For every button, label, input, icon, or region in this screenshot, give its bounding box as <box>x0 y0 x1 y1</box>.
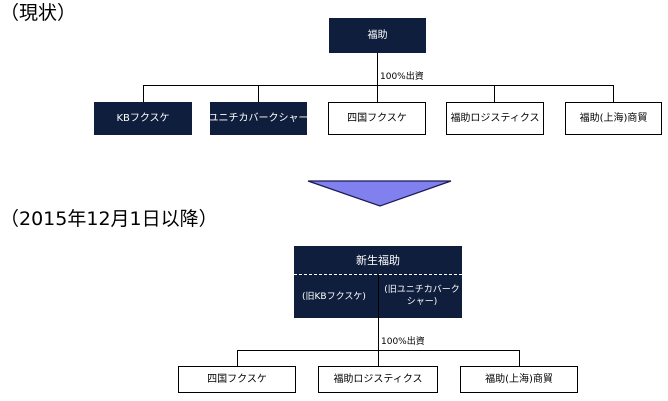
current-drop-5 <box>613 85 614 102</box>
current-child-label-2: ユニチカバークシャー <box>208 112 309 124</box>
current-heading: （現状） <box>0 2 77 24</box>
future-child-box-1: 四国フクスケ <box>178 366 296 393</box>
future-parent-sub-right-1: (旧ユニチカバーク <box>384 285 460 295</box>
current-child-label-5: 福助(上海)商貿 <box>579 112 648 124</box>
current-drop-2 <box>258 85 259 102</box>
current-parent-label: 福助 <box>367 29 388 41</box>
future-parent-sub-left: (旧KBフクスケ) <box>302 292 366 302</box>
future-drop-2 <box>378 350 379 366</box>
future-link-label: 100%出資 <box>381 337 425 347</box>
current-link-label: 100%出資 <box>380 72 424 82</box>
future-child-label-3: 福助(上海)商貿 <box>485 373 553 385</box>
current-child-box-2: ユニチカバークシャー <box>208 102 309 135</box>
future-parent-split <box>378 275 379 350</box>
future-heading: （2015年12月1日以降） <box>0 208 218 230</box>
future-parent-sub-right-2: シャー) <box>406 297 438 307</box>
current-child-box-5: 福助(上海)商貿 <box>565 102 662 135</box>
current-child-label-4: 福助ロジスティクス <box>450 112 540 124</box>
current-child-label-3: 四国フクスケ <box>347 112 407 124</box>
transition-arrow-shape <box>307 180 452 207</box>
current-drop-4 <box>494 85 495 102</box>
current-child-box-4: 福助ロジスティクス <box>446 102 544 135</box>
future-parent-divider <box>294 274 462 275</box>
future-drop-1 <box>237 350 238 366</box>
future-parent-label: 新生福助 <box>356 254 400 267</box>
current-child-box-1: KBフクスケ <box>94 102 192 135</box>
current-parent-box: 福助 <box>329 18 426 53</box>
future-drop-3 <box>519 350 520 366</box>
current-branch-line <box>143 85 613 86</box>
current-child-label-1: KBフクスケ <box>116 112 170 124</box>
future-child-label-1: 四国フクスケ <box>207 373 267 385</box>
current-trunk-line <box>377 53 378 85</box>
current-drop-3 <box>377 85 378 102</box>
transition-arrow <box>307 180 452 207</box>
future-child-label-2: 福助ロジスティクス <box>333 373 423 385</box>
current-drop-1 <box>143 85 144 102</box>
future-child-box-2: 福助ロジスティクス <box>318 366 438 393</box>
future-child-box-3: 福助(上海)商貿 <box>460 366 578 393</box>
current-child-box-3: 四国フクスケ <box>328 102 426 135</box>
